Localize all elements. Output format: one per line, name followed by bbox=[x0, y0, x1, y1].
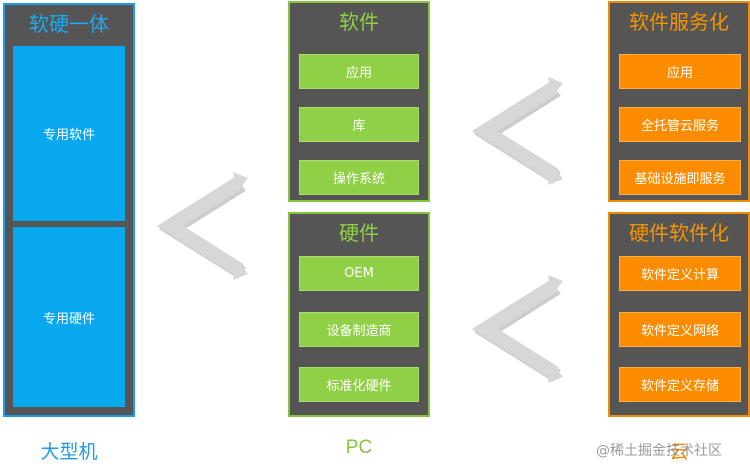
mainframe-caption: 大型机 bbox=[40, 442, 98, 463]
pc-to-cloud-hardware-arrow-icon bbox=[471, 275, 563, 383]
pc-caption: PC bbox=[345, 437, 373, 458]
pc-software-item: 库 bbox=[299, 107, 419, 142]
dedicated-hardware-block: 专用硬件 bbox=[13, 227, 125, 407]
cloud-caption: 云 bbox=[669, 442, 689, 463]
pc-software-title: 软件 bbox=[339, 10, 379, 34]
mainframe-panel: 软硬一体 专用软件 专用硬件 bbox=[3, 3, 135, 417]
pc-hardware-panel: 硬件 OEM 设备制造商 标准化硬件 bbox=[288, 212, 430, 417]
pc-software-item: 应用 bbox=[299, 54, 419, 89]
watermark: @稀土掘金技术社区 bbox=[596, 443, 722, 459]
cloud-software-title: 软件服务化 bbox=[629, 10, 729, 34]
cloud-hardware-item: 软件定义计算 bbox=[619, 256, 741, 291]
pc-software-item: 操作系统 bbox=[299, 160, 419, 195]
cloud-software-panel: 软件服务化 应用 全托管云服务 基础设施即服务 bbox=[608, 1, 750, 202]
cloud-hardware-item: 软件定义网络 bbox=[619, 312, 741, 347]
pc-hardware-item: 设备制造商 bbox=[299, 312, 419, 347]
pc-to-cloud-software-arrow-icon bbox=[471, 77, 563, 185]
pc-hardware-title: 硬件 bbox=[339, 221, 379, 245]
cloud-hardware-title: 硬件软件化 bbox=[629, 221, 729, 245]
cloud-hardware-panel: 硬件软件化 软件定义计算 软件定义网络 软件定义存储 bbox=[608, 212, 750, 417]
cloud-software-item: 基础设施即服务 bbox=[619, 160, 741, 195]
pc-hardware-item: OEM bbox=[299, 256, 419, 291]
cloud-hardware-item: 软件定义存储 bbox=[619, 367, 741, 402]
pc-hardware-item: 标准化硬件 bbox=[299, 367, 419, 402]
mainframe-title: 软硬一体 bbox=[29, 12, 109, 36]
cloud-software-item: 应用 bbox=[619, 54, 741, 89]
dedicated-software-block: 专用软件 bbox=[13, 46, 125, 221]
pc-software-panel: 软件 应用 库 操作系统 bbox=[288, 1, 430, 202]
cloud-software-item: 全托管云服务 bbox=[619, 107, 741, 142]
mainframe-to-pc-arrow-icon bbox=[156, 172, 248, 280]
